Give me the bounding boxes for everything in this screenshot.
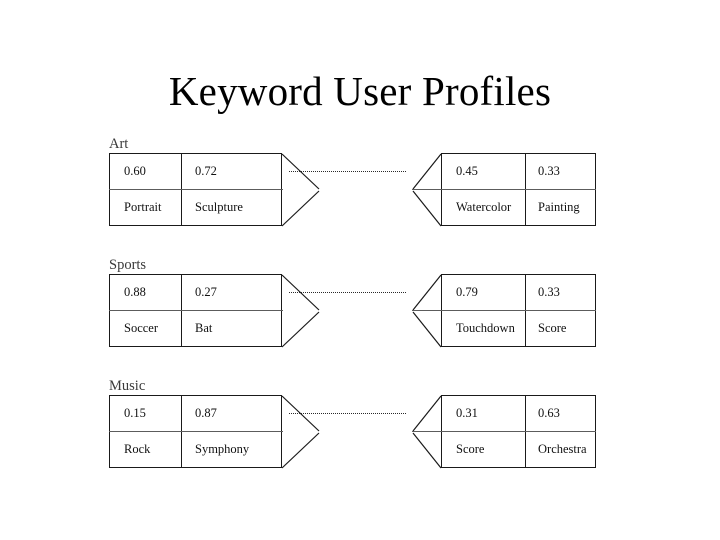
scores-row: 0.15 0.87 <box>110 396 281 432</box>
keywords-row: Soccer Bat <box>110 310 283 346</box>
profile-sports-left: 0.88 0.27 Soccer Bat <box>109 274 320 348</box>
chevron-left-icon <box>412 153 452 227</box>
scores-row: 0.45 0.33 <box>442 154 595 190</box>
score-cell: 0.45 <box>456 164 478 179</box>
score-cell: 0.87 <box>181 396 283 432</box>
keyword-cell: Portrait <box>124 199 162 214</box>
profile-table: 0.45 0.33 Watercolor Painting <box>441 153 596 226</box>
score-cell: 0.33 <box>525 154 597 190</box>
middle-divider <box>412 310 596 312</box>
keyword-cell: Sculpture <box>181 189 283 225</box>
profile-connector-line <box>289 292 406 295</box>
score-cell: 0.79 <box>456 285 478 300</box>
keyword-cell: Orchestra <box>525 431 597 467</box>
keywords-row: Portrait Sculpture <box>110 189 283 225</box>
chevron-left-icon <box>412 274 452 348</box>
keyword-cell: Symphony <box>181 431 283 467</box>
keywords-row: Rock Symphony <box>110 431 283 467</box>
group-label-music: Music <box>109 378 146 394</box>
profile-music-left: 0.15 0.87 Rock Symphony <box>109 395 320 469</box>
profile-sports-right: 0.79 0.33 Touchdown Score <box>412 274 597 348</box>
score-cell: 0.33 <box>525 275 597 311</box>
scores-row: 0.79 0.33 <box>442 275 595 311</box>
middle-divider <box>109 431 283 433</box>
scores-row: 0.60 0.72 <box>110 154 281 190</box>
score-cell: 0.88 <box>124 285 146 300</box>
keyword-cell: Watercolor <box>456 199 512 214</box>
profile-connector-line <box>289 413 406 416</box>
chevron-right-icon <box>281 274 321 348</box>
scores-row: 0.31 0.63 <box>442 396 595 432</box>
score-cell: 0.15 <box>124 406 146 421</box>
profile-music-right: 0.31 0.63 Score Orchestra <box>412 395 597 469</box>
keywords-row: Watercolor Painting <box>442 189 597 225</box>
middle-divider <box>109 310 283 312</box>
chevron-left-icon <box>412 395 452 469</box>
keyword-cell: Score <box>525 310 597 346</box>
page-title: Keyword User Profiles <box>168 68 552 114</box>
profile-table: 0.15 0.87 Rock Symphony <box>109 395 282 468</box>
keyword-cell: Touchdown <box>456 320 515 335</box>
group-label-sports: Sports <box>109 257 147 273</box>
group-label-art: Art <box>109 136 129 152</box>
middle-divider <box>109 189 283 191</box>
chevron-right-icon <box>281 153 321 227</box>
keyword-cell: Bat <box>181 310 283 346</box>
keyword-cell: Score <box>456 441 485 456</box>
profile-art-left: 0.60 0.72 Portrait Sculpture <box>109 153 320 227</box>
score-cell: 0.27 <box>181 275 283 311</box>
keywords-row: Score Orchestra <box>442 431 597 467</box>
keyword-cell: Soccer <box>124 320 159 335</box>
keyword-cell: Rock <box>124 441 151 456</box>
score-cell: 0.31 <box>456 406 478 421</box>
scores-row: 0.88 0.27 <box>110 275 281 311</box>
profile-table: 0.79 0.33 Touchdown Score <box>441 274 596 347</box>
profile-art-right: 0.45 0.33 Watercolor Painting <box>412 153 597 227</box>
keyword-cell: Painting <box>525 189 597 225</box>
middle-divider <box>412 189 596 191</box>
profile-connector-line <box>289 171 406 174</box>
middle-divider <box>412 431 596 433</box>
keywords-row: Touchdown Score <box>442 310 597 346</box>
chevron-right-icon <box>281 395 321 469</box>
score-cell: 0.63 <box>525 396 597 432</box>
score-cell: 0.60 <box>124 164 146 179</box>
score-cell: 0.72 <box>181 154 283 190</box>
